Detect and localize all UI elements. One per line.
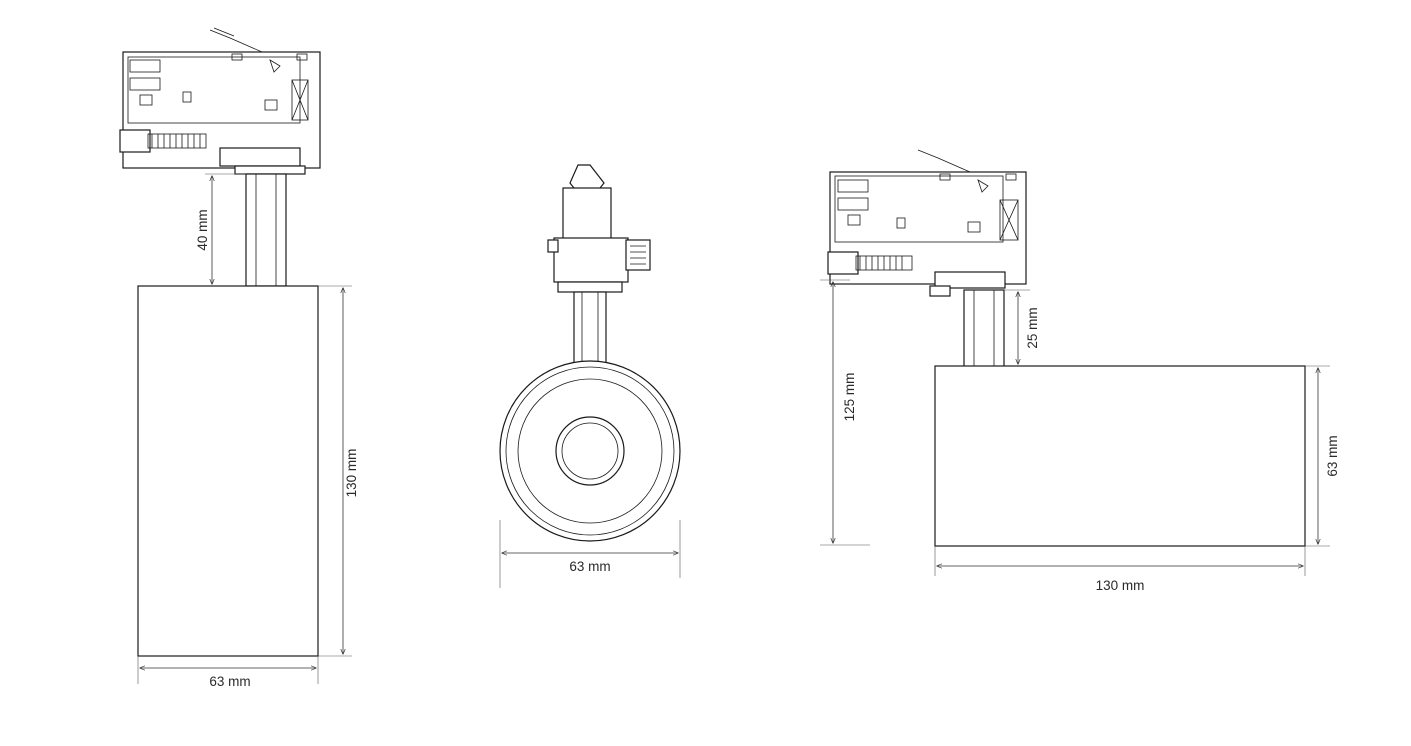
side-view: 125 mm 25 mm 63 mm 130 mm (820, 149, 1340, 593)
front-width-dimension: 63 mm (209, 674, 250, 689)
front-height-dimension: 130 mm (344, 449, 359, 498)
side-stem (963, 289, 1005, 369)
side-head (934, 365, 1306, 547)
end-view: 63 mm (499, 164, 681, 588)
side-track-adapter (827, 149, 1027, 297)
end-track-adapter (547, 164, 651, 293)
front-track-adapter (119, 27, 321, 175)
front-view: 40 mm 130 mm 63 mm (119, 27, 359, 689)
side-length-dimension: 130 mm (1096, 578, 1145, 593)
end-lens (499, 360, 681, 542)
side-total-height-dimension: 125 mm (842, 373, 857, 422)
end-stem (573, 291, 607, 365)
front-body (137, 285, 319, 657)
end-width-dimension: 63 mm (569, 559, 610, 574)
side-head-height-dimension: 63 mm (1325, 435, 1340, 476)
front-stem (245, 173, 287, 287)
side-stem-dimension: 25 mm (1025, 307, 1040, 348)
front-stem-dimension: 40 mm (195, 209, 210, 250)
